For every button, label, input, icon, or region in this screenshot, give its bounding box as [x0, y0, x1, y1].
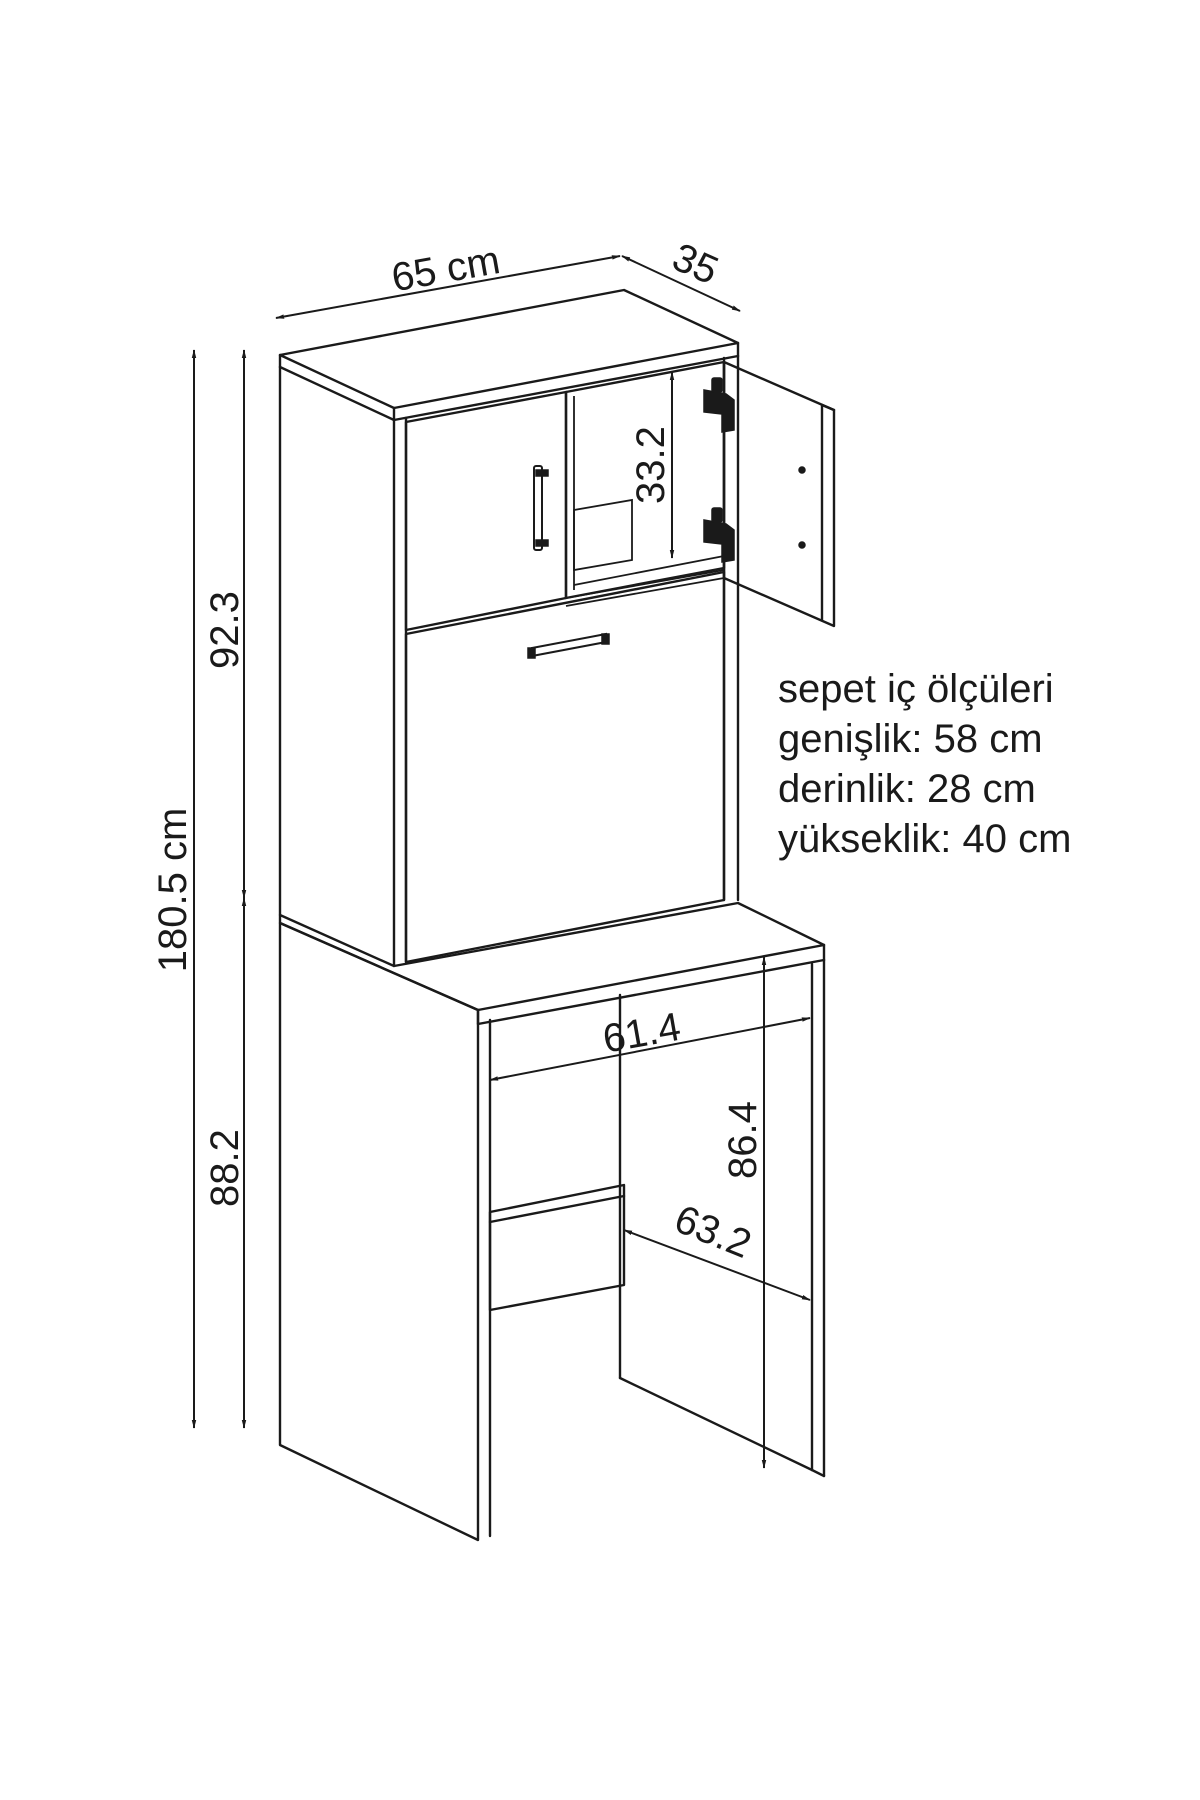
hinge-top-icon [703, 377, 735, 433]
basket-inner-dimensions-note: sepet iç ölçüleri genişlik: 58 cm derinl… [778, 664, 1071, 864]
basket-note-depth: derinlik: 28 cm [778, 767, 1036, 811]
door-handle-icon [533, 465, 549, 551]
basket-handle-icon [527, 632, 610, 659]
inner-depth-label: 63.2 [669, 1197, 758, 1267]
depth-label: 35 [666, 235, 725, 293]
total-height-label: 180.5 cm [151, 808, 195, 973]
cabinet-outline [278, 288, 826, 1542]
dimension-lines [191, 255, 811, 1469]
upper-doors [404, 360, 836, 964]
inner-height-label: 86.4 [721, 1101, 765, 1179]
hinge-bottom-icon [703, 507, 735, 563]
inner-width-label: 61.4 [600, 1005, 684, 1062]
upper-height-label: 92.3 [203, 591, 247, 669]
basket-note-width: genişlik: 58 cm [778, 717, 1043, 761]
lower-height-label: 88.2 [203, 1129, 247, 1207]
basket-note-height: yükseklik: 40 cm [778, 817, 1072, 861]
shelf-height-label: 33.2 [629, 426, 673, 504]
basket-note-title: sepet iç ölçüleri [778, 667, 1054, 711]
width-label: 65 cm [388, 238, 503, 300]
